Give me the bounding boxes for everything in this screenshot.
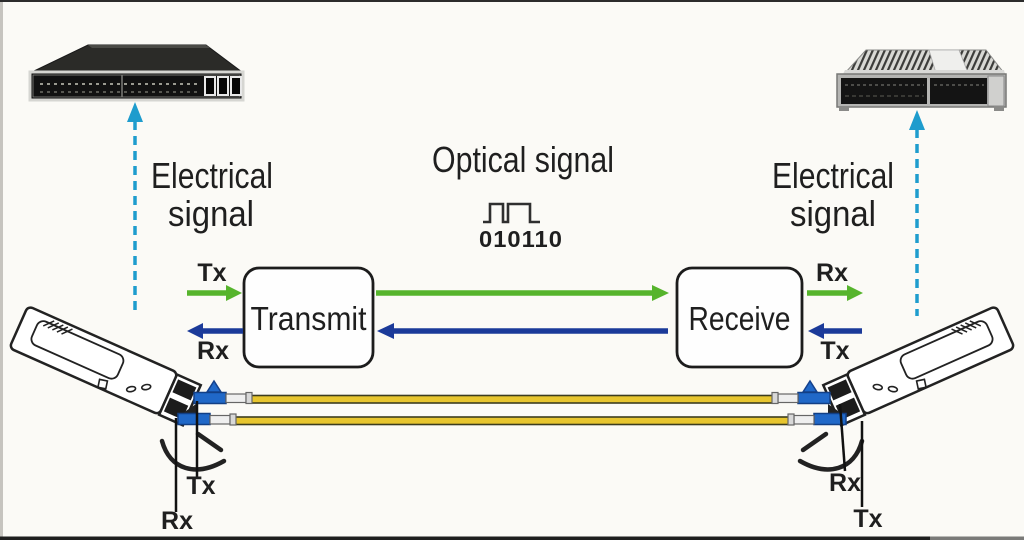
sfp-left-rx-label: Rx (161, 507, 193, 535)
fiber-cable-top (249, 394, 775, 404)
bottom-edge-line (0, 536, 1024, 540)
top-edge-line (0, 0, 1024, 2)
electrical-dashed-arrows (133, 121, 919, 316)
network-switch-icon (28, 44, 245, 102)
transmit-box-label: Transmit (251, 300, 367, 337)
pulse-waveform-icon (483, 202, 540, 224)
receive-box (675, 266, 804, 369)
optical-signal-label: Optical signal (432, 139, 614, 180)
fiber-cables (233, 394, 791, 426)
bottom-edge-line-light (930, 536, 1024, 540)
transmit-tx-in-label: Tx (197, 259, 226, 287)
electrical-signal-label-left-line2: signal (168, 193, 254, 234)
lc-connector-tx-left (193, 391, 227, 405)
receive-tx-in-label: Tx (820, 337, 849, 365)
receive-box-label: Receive (689, 300, 791, 337)
fiber-cable-bottom (233, 416, 791, 426)
line-card-icon (836, 49, 1007, 111)
sfp-bail-latch (159, 438, 227, 472)
green-arrowheads (226, 285, 863, 301)
dashed-arrowheads (127, 102, 925, 130)
sfp-right-rx-label: Rx (829, 469, 861, 497)
sfp-left-tx-label: Tx (186, 472, 215, 500)
lc-connector-rx-left (177, 412, 211, 426)
transmit-rx-out-label: Rx (197, 337, 229, 365)
sfp-pointer-lines (174, 401, 864, 512)
sfp-right-tx-label: Tx (853, 505, 882, 533)
electrical-signal-label-right-line2: signal (790, 193, 876, 234)
sfp-transceiver-icon-left (9, 306, 227, 472)
blue-arrowheads (187, 323, 824, 339)
left-edge-line (0, 2, 3, 540)
electrical-signal-label-left-line1: Electrical (151, 155, 273, 196)
electrical-signal-label-right-line1: Electrical (772, 155, 894, 196)
left-dashed-arrowhead (127, 102, 143, 122)
right-dashed-arrowhead (909, 110, 925, 130)
receive-rx-out-label: Rx (816, 259, 848, 287)
binary-signal-text: 010110 (479, 226, 563, 252)
lc-connectors-left (177, 379, 253, 426)
transmit-box (242, 266, 375, 369)
